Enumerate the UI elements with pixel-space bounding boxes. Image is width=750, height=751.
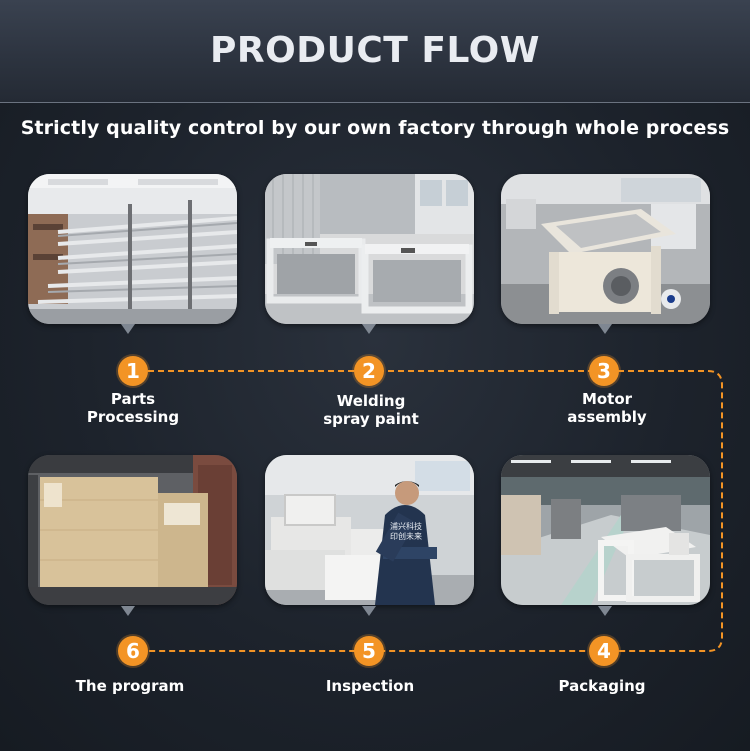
step-label-1-line1: Parts [110,390,156,408]
photo-the-program [28,455,237,605]
step-label-2: Welding spray paint [281,392,461,428]
step-label-5-line1: Inspection [325,677,415,695]
photo-motor-assembly [501,174,710,324]
step-badge-3: 3 [589,356,619,386]
step-label-3-line2: assembly [567,408,647,426]
photo-parts-processing [28,174,237,324]
photo-welding-spray-paint [265,174,474,324]
photo-packaging [501,455,710,605]
pointer-4 [598,606,612,616]
pointer-5 [362,606,376,616]
pointer-3 [598,324,612,334]
step-label-2-line1: Welding [336,392,406,410]
step-label-6-line1: The program [75,677,185,695]
step-badge-2: 2 [354,356,384,386]
step-label-2-line2: spray paint [323,410,419,428]
step-label-3: Motor assembly [517,390,697,426]
pointer-1 [121,324,135,334]
step-label-1-line2: Processing [86,408,180,426]
step-badge-1: 1 [118,356,148,386]
step-label-1: Parts Processing [43,390,223,426]
pointer-2 [362,324,376,334]
step-label-6: The program [40,677,220,695]
page-subtitle: Strictly quality control by our own fact… [20,117,730,139]
worker-jacket-logo: 浦兴科技 印创未来 [381,522,431,542]
step-label-4-line1: Packaging [558,677,646,695]
step-badge-4: 4 [589,636,619,666]
step-label-5: Inspection [280,677,460,695]
worker-jacket-line1: 浦兴科技 [390,522,422,531]
page-title: PRODUCT FLOW [210,30,540,71]
step-label-3-line1: Motor [581,390,633,408]
step-label-4: Packaging [512,677,692,695]
pointer-6 [121,606,135,616]
step-badge-5: 5 [354,636,384,666]
photo-inspection [265,455,474,605]
header-banner: PRODUCT FLOW [0,0,750,103]
step-badge-6: 6 [118,636,148,666]
worker-jacket-line2: 印创未来 [390,532,422,541]
